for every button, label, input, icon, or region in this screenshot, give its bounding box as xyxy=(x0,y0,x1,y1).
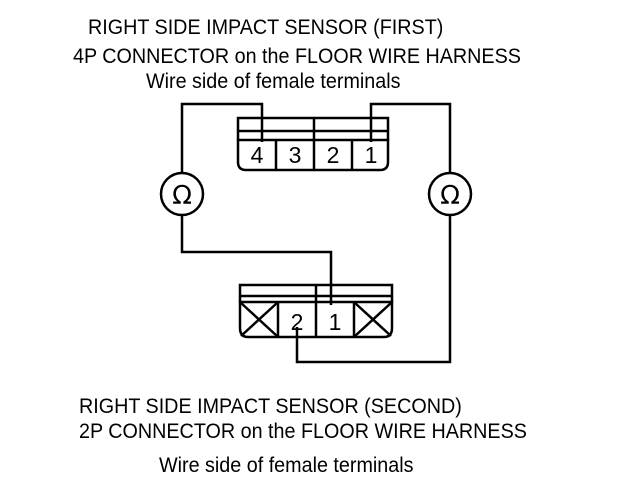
empty-cavity-x-icon xyxy=(354,302,392,337)
first-sensor-title: RIGHT SIDE IMPACT SENSOR (FIRST) xyxy=(88,16,444,39)
terminal-2p-label: 1 xyxy=(329,309,342,335)
first-sensor-connector-label: 4P CONNECTOR on the FLOOR WIRE HARNESS xyxy=(73,45,521,68)
terminal-4p-label: 3 xyxy=(289,142,302,168)
ohmmeter-icon xyxy=(159,171,205,217)
ohmmeter-icon xyxy=(427,171,473,217)
connector-2p-body xyxy=(238,300,394,339)
wire-right-top xyxy=(369,102,452,172)
second-sensor-title: RIGHT SIDE IMPACT SENSOR (SECOND) xyxy=(79,395,462,418)
wire-left-bottom xyxy=(180,215,333,305)
connector-4p-body xyxy=(236,138,390,172)
ohm-symbol-right: Ω xyxy=(440,181,460,211)
second-sensor-connector-label: 2P CONNECTOR on the FLOOR WIRE HARNESS xyxy=(79,420,527,443)
wire-right-bottom xyxy=(295,216,452,364)
terminal-4p-label: 2 xyxy=(327,142,340,168)
wire-left-top xyxy=(180,102,264,173)
connector-2p xyxy=(238,283,394,339)
first-sensor-view-note: Wire side of female terminals xyxy=(146,70,401,93)
empty-cavity-x-icon xyxy=(240,302,278,337)
terminal-4p-label: 4 xyxy=(251,142,264,168)
terminal-4p-label: 1 xyxy=(365,142,378,168)
second-sensor-view-note: Wire side of female terminals xyxy=(159,454,414,477)
ohm-symbol-left: Ω xyxy=(172,181,192,211)
terminal-2p-label: 2 xyxy=(291,309,304,335)
